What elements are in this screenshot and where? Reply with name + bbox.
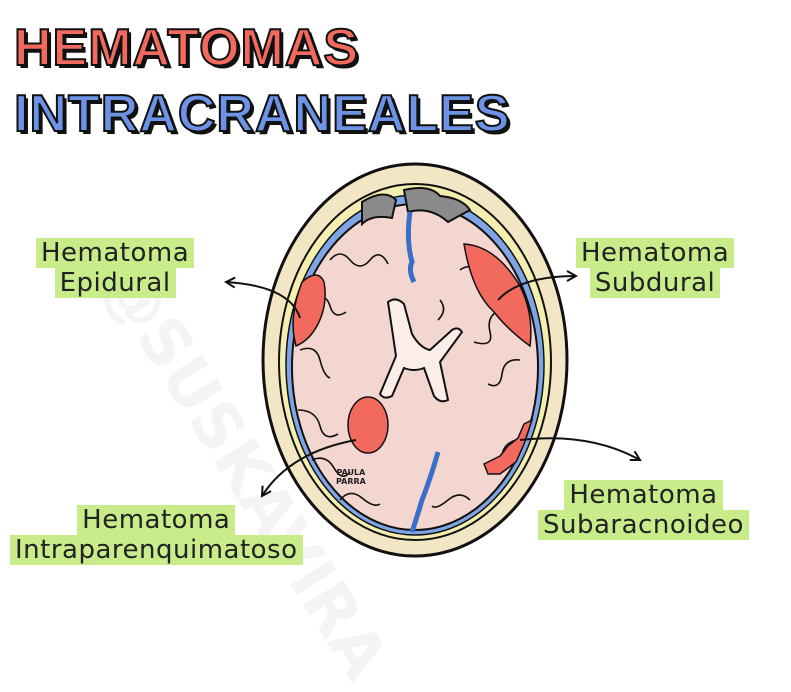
epidural-hematoma bbox=[292, 274, 326, 348]
label-subaracnoideo-line-1: Hematoma bbox=[564, 480, 723, 510]
title-line-2: INTRACRANEALES bbox=[13, 84, 511, 144]
label-intraparenquimatoso-line-2: Intraparenquimatoso bbox=[10, 535, 303, 565]
signature-line-2: PARRA bbox=[336, 477, 366, 486]
intraparenchymal-hematoma bbox=[347, 396, 389, 454]
label-subdural-line-2: Subdural bbox=[589, 268, 721, 298]
interhemispheric-fissure-front bbox=[405, 211, 417, 284]
frontal-sinus-right bbox=[402, 187, 472, 224]
signature-line-1: PAULA bbox=[336, 468, 366, 477]
label-subdural-line-1: Hematoma bbox=[576, 238, 735, 268]
arrow-epidural bbox=[226, 282, 301, 319]
interhemispheric-fissure-back bbox=[409, 451, 441, 533]
label-intraparenquimatoso: Hematoma Intraparenquimatoso bbox=[10, 505, 303, 565]
label-subaracnoideo: Hematoma Subaracnoideo bbox=[538, 480, 749, 540]
artist-signature: PAULA PARRA bbox=[336, 468, 366, 486]
label-epidural: Hematoma Epidural bbox=[36, 238, 195, 298]
subdural-hematoma bbox=[463, 243, 532, 348]
subarachnoid-hematoma bbox=[483, 418, 534, 475]
title-line-1: HEMATOMAS bbox=[13, 18, 360, 78]
arrow-intraparenquimatoso bbox=[262, 439, 357, 496]
label-subdural: Hematoma Subdural bbox=[576, 238, 735, 298]
label-epidural-line-2: Epidural bbox=[54, 268, 176, 298]
frontal-sinus-left bbox=[361, 193, 398, 227]
skull-cross-section-diagram bbox=[0, 162, 791, 558]
label-epidural-line-1: Hematoma bbox=[36, 238, 195, 268]
label-intraparenquimatoso-line-1: Hematoma bbox=[77, 505, 236, 535]
arrow-subaracnoideo bbox=[519, 437, 640, 460]
arrow-subdural bbox=[497, 276, 576, 301]
label-subaracnoideo-line-2: Subaracnoideo bbox=[538, 510, 749, 540]
lateral-ventricles bbox=[378, 298, 464, 403]
